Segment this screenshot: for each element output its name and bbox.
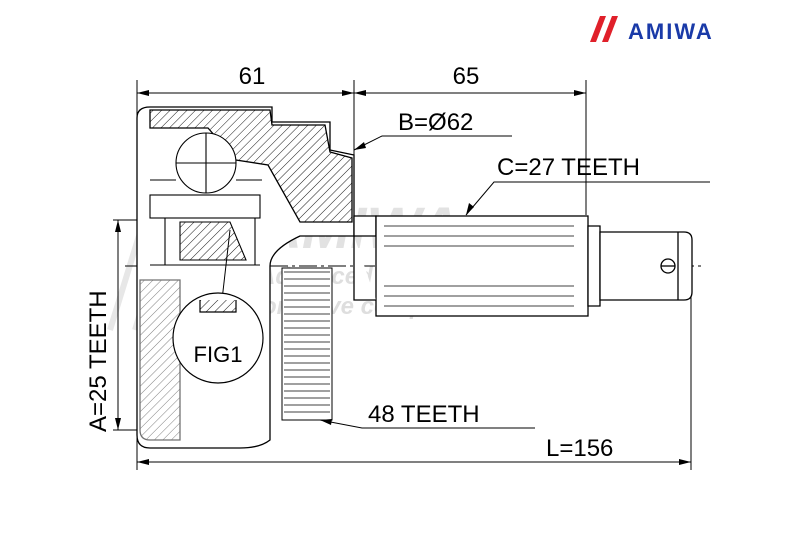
output-shaft: [353, 215, 693, 317]
dimension-61: 61: [239, 63, 266, 90]
dimension-b-diameter: B=Ø62: [398, 109, 473, 136]
dimension-a-teeth: A=25 TEETH: [85, 290, 112, 432]
dimension-arrows: [115, 90, 691, 465]
brand-name: AMIWA: [628, 19, 714, 44]
logo-slashes-icon: [590, 16, 618, 42]
amiwa-logo: AMIWA: [582, 12, 787, 48]
dimension-48-teeth: 48 TEETH: [368, 401, 480, 428]
leader-arrows: [320, 142, 474, 425]
dimension-c-teeth: C=27 TEETH: [497, 154, 640, 181]
abs-ring: [281, 267, 333, 421]
dimension-65: 65: [453, 63, 480, 90]
inner-race: [149, 132, 262, 266]
dimension-total-length: L=156: [546, 435, 613, 462]
fig1-detail: [172, 292, 264, 384]
fig1-label: FIG1: [194, 342, 243, 367]
